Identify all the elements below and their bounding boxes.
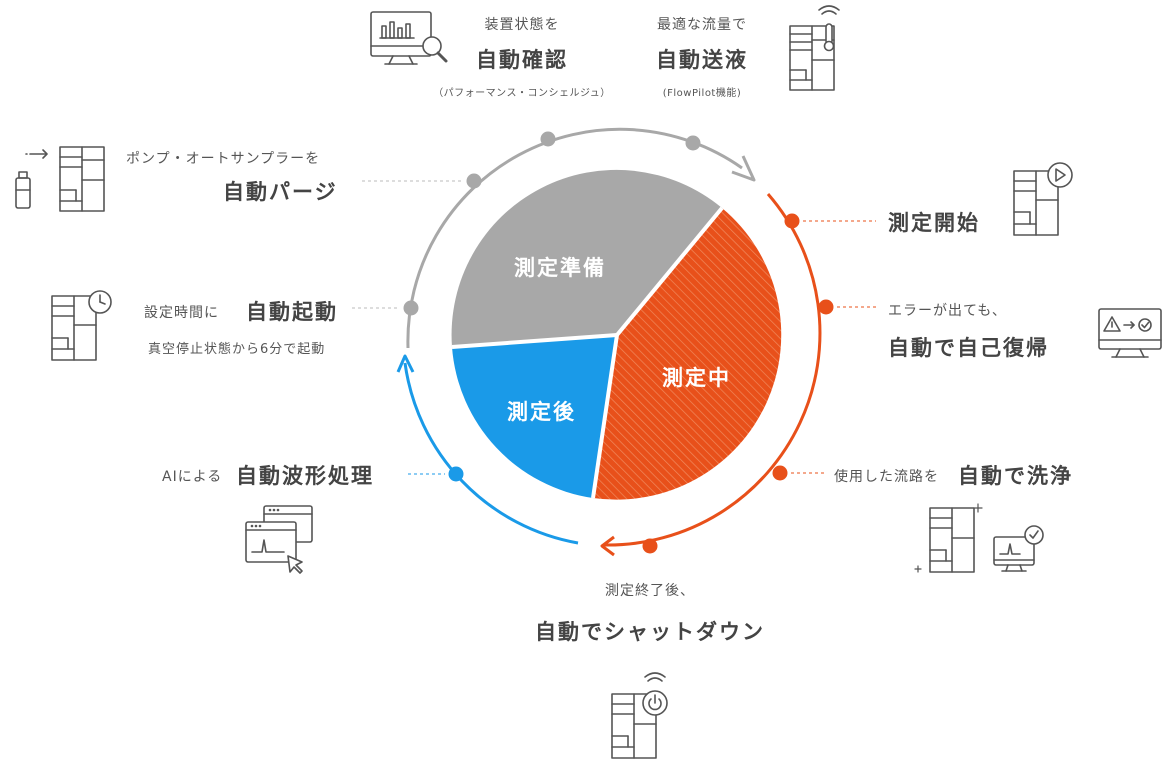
recovery-small: エラーが出ても、 — [888, 303, 1007, 319]
start-large: 測定開始 — [888, 211, 980, 235]
startup-large: 自動起動 — [246, 300, 338, 324]
shutdown-large: 自動でシャットダウン — [535, 620, 765, 644]
shutdown-small: 測定終了後、 — [605, 583, 695, 599]
ring-arrow-orange — [600, 535, 615, 557]
ring-arc-gray — [406, 127, 743, 349]
instrument-thermometer-icon — [789, 5, 840, 91]
ring-arrow-blue — [396, 354, 415, 373]
pie-slice-after — [452, 335, 617, 498]
dot-shutdown — [642, 538, 658, 554]
dot-device-check — [540, 131, 556, 147]
ring-arrow-gray — [731, 155, 756, 182]
chromatogram-windows-icon — [245, 505, 313, 574]
dot-waveform — [448, 466, 464, 482]
monitor-warning-check-icon — [1098, 308, 1162, 358]
ring-arc-blue — [403, 362, 579, 545]
window-dots-icon — [250, 508, 280, 528]
dot-flow — [685, 135, 701, 151]
bottle-instrument-icon — [15, 146, 105, 212]
pie-label-during: 測定中 — [662, 366, 731, 390]
flow-small: 最適な流量で — [657, 17, 747, 33]
device-check-large: 自動確認 — [476, 48, 568, 72]
pie-divider-1 — [615, 206, 724, 337]
purge-large: 自動パージ — [223, 180, 338, 204]
pie-divider-2 — [591, 334, 619, 499]
wash-large: 自動で洗浄 — [958, 464, 1073, 488]
pie-divider-3 — [451, 333, 618, 349]
purge-small: ポンプ・オートサンプラーを — [126, 151, 321, 167]
pie-label-after: 測定後 — [507, 400, 576, 424]
monitor-magnifier-icon — [370, 11, 448, 65]
recovery-large: 自動で自己復帰 — [888, 336, 1049, 360]
startup-small: 設定時間に — [144, 305, 219, 321]
dot-start — [784, 213, 800, 229]
instrument-clock-icon — [51, 290, 112, 361]
instrument-play-icon — [1013, 162, 1073, 236]
waveform-large: 自動波形処理 — [236, 464, 374, 488]
ring-arc-orange — [603, 193, 822, 547]
flow-large: 自動送液 — [656, 48, 748, 72]
flow-note: (FlowPilot機能) — [662, 88, 742, 99]
dot-startup — [403, 300, 419, 316]
dot-wash — [772, 465, 788, 481]
pie-label-prep: 測定準備 — [514, 256, 606, 280]
instrument-power-icon — [611, 672, 668, 759]
device-check-small: 装置状態を — [484, 17, 560, 33]
dot-recovery — [818, 299, 834, 315]
instrument-monitor-sparkle-icon — [914, 503, 1044, 573]
waveform-small: AIによる — [162, 469, 223, 485]
pie-slice-during — [593, 208, 782, 500]
pie-slice-prep — [451, 169, 722, 347]
device-check-note: （パフォーマンス・コンシェルジュ） — [433, 88, 611, 99]
wash-small: 使用した流路を — [834, 469, 939, 485]
dot-purge — [466, 173, 482, 189]
startup-note: 真空停止状態から6分で起動 — [148, 342, 326, 357]
